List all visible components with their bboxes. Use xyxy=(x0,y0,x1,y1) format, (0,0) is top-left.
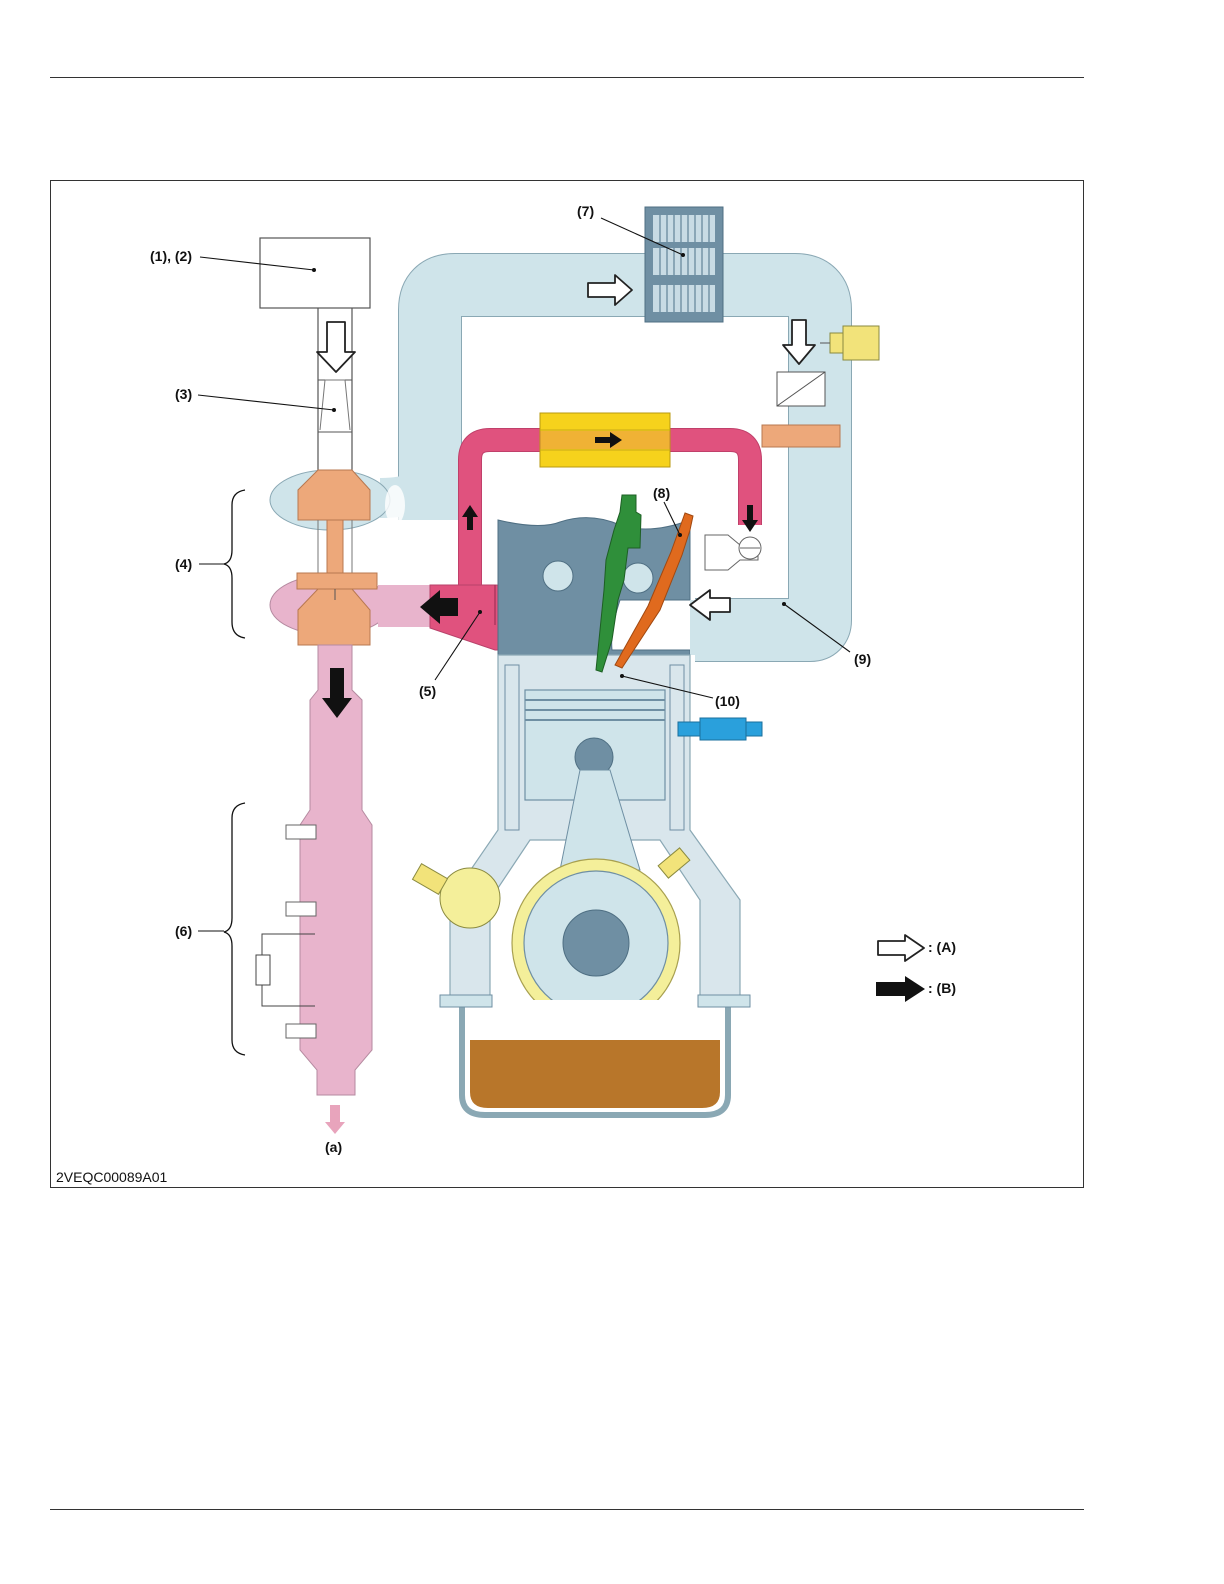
callout-3: (3) xyxy=(175,386,192,402)
figure-code: 2VEQC00089A01 xyxy=(56,1169,168,1185)
callout-9: (9) xyxy=(854,651,871,667)
callout-a: (a) xyxy=(325,1139,342,1155)
legend-arrow-b-icon xyxy=(876,976,925,1002)
legend-a-label: : (A) xyxy=(928,939,956,955)
engine-cylinder-block xyxy=(413,655,762,1115)
callout-6: (6) xyxy=(175,923,192,939)
legend-arrow-a-icon xyxy=(878,935,924,961)
legend: : (A) : (B) xyxy=(876,935,956,1002)
intercooler xyxy=(645,207,723,322)
legend-b-label: : (B) xyxy=(928,980,956,996)
callout-8: (8) xyxy=(653,485,670,501)
brackets xyxy=(224,490,245,1055)
callout-5: (5) xyxy=(419,683,436,699)
callout-1-2: (1), (2) xyxy=(150,248,192,264)
callout-4: (4) xyxy=(175,556,192,572)
callout-10: (10) xyxy=(715,693,740,709)
callout-7: (7) xyxy=(577,203,594,219)
